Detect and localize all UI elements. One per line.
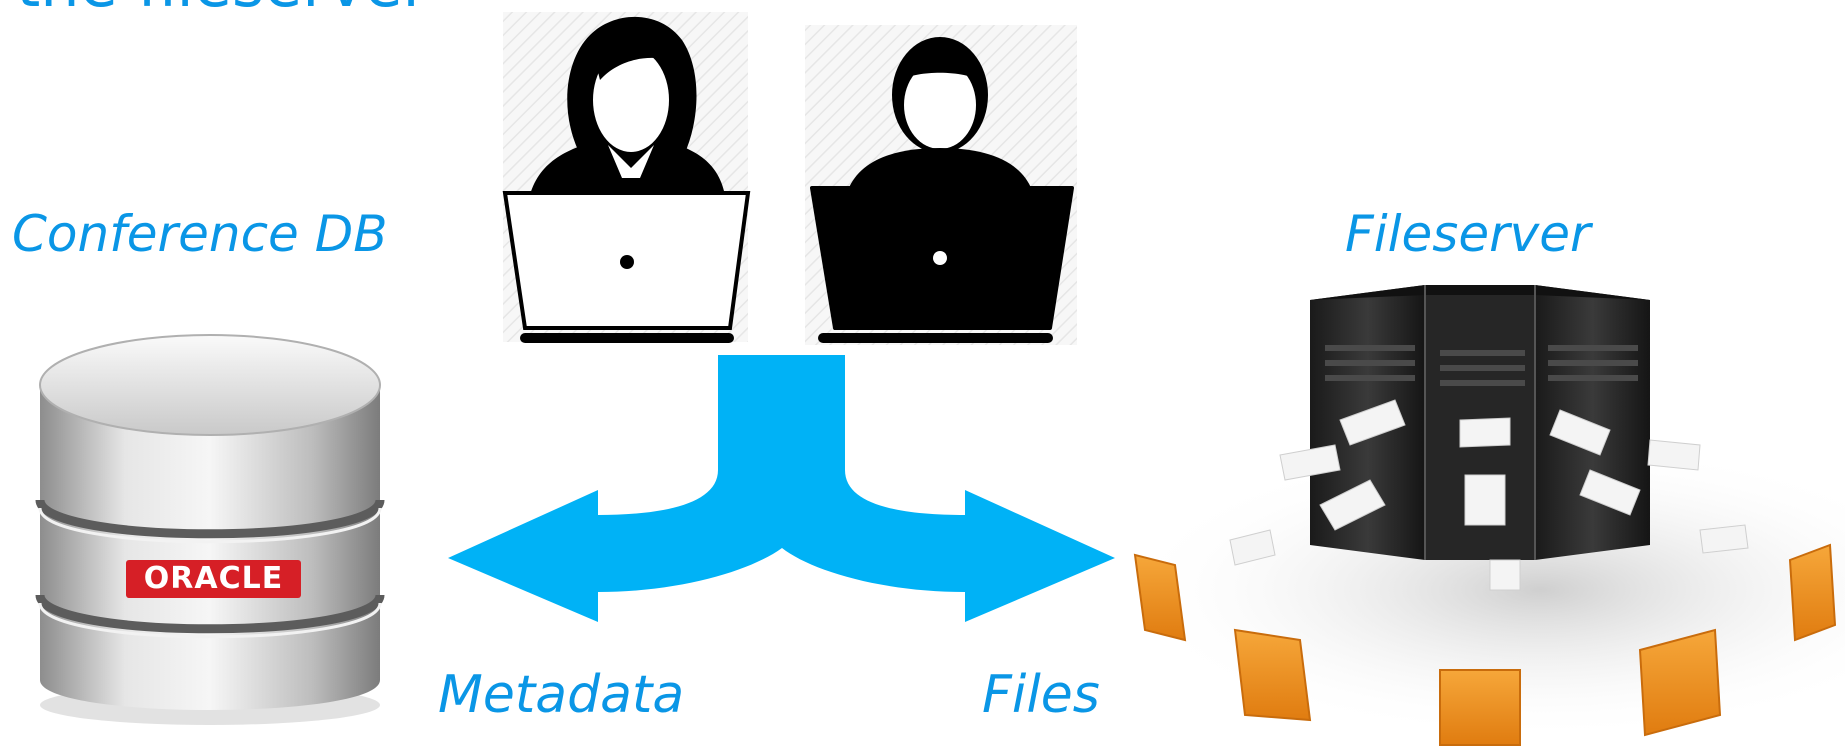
- oracle-logo: ORACLE: [126, 560, 301, 598]
- folder-icon: [1133, 543, 1837, 746]
- split-arrow: [448, 355, 1115, 622]
- files-label: Files: [982, 665, 1100, 725]
- fileserver-label: Fileserver: [1345, 205, 1591, 263]
- female-user-laptop-icon: [502, 12, 751, 343]
- database-cylinder-icon: [35, 334, 385, 725]
- male-user-laptop-icon: [805, 25, 1077, 345]
- database-label: Conference DB: [12, 205, 388, 263]
- slide-title: the fileserver: [16, 0, 428, 21]
- metadata-label: Metadata: [438, 665, 685, 725]
